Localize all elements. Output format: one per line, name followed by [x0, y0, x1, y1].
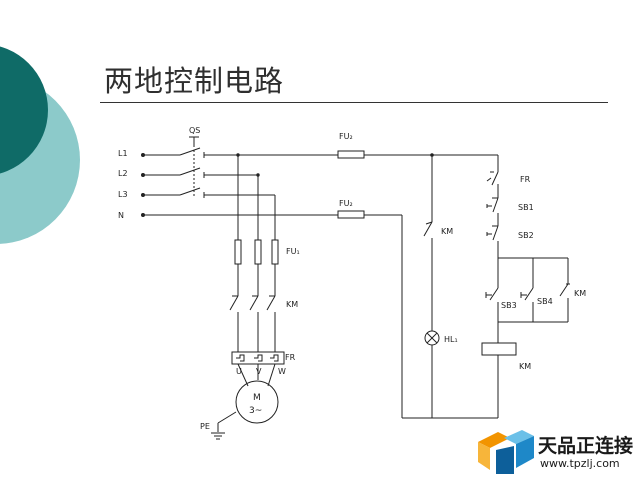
fuse-control-mid	[337, 210, 365, 219]
qs-blade-3	[179, 187, 201, 196]
label-km-main: KM	[286, 300, 298, 309]
fr-element-3	[270, 354, 279, 362]
label-km-coil: KM	[519, 362, 531, 371]
km-coil	[481, 342, 517, 356]
sb3-start-button	[485, 287, 499, 301]
km-aux-tick	[425, 221, 433, 225]
label-km-hold: KM	[574, 289, 586, 298]
slide-title: 两地控制电路	[104, 64, 285, 98]
brand-name: 天品正连接	[538, 435, 634, 457]
watermark-logo: 天品正连接 www.tpzlj.com	[476, 428, 640, 480]
dark-teal-circle	[0, 46, 48, 174]
label-fu-top: FU₂	[339, 132, 353, 141]
km-main-blade-3	[266, 295, 276, 311]
label-motor-3: 3~	[249, 406, 262, 416]
label-n: N	[118, 211, 124, 220]
label-fr-relay: FR	[285, 353, 296, 362]
decorative-circles	[0, 46, 80, 244]
label-motor-m: M	[253, 393, 261, 403]
logo-blue-top	[504, 430, 534, 444]
label-sb3: SB3	[501, 301, 517, 310]
fuse-main-1	[234, 239, 242, 265]
label-w: W	[278, 367, 286, 376]
junction-l1	[236, 153, 240, 157]
qs-blade-2	[179, 167, 201, 176]
label-v: V	[256, 367, 262, 376]
sb1-stop-button	[486, 197, 499, 213]
fr-nc-contact	[490, 171, 499, 186]
km-main-blade-2	[249, 295, 259, 311]
logo-blue-side	[516, 436, 534, 468]
brand-url: www.tpzlj.com	[540, 457, 620, 470]
label-l2: L2	[118, 169, 128, 178]
junction-l2	[256, 173, 260, 177]
wire-motor-pe	[217, 411, 237, 424]
qs-blade-1	[179, 147, 201, 156]
label-l3: L3	[118, 190, 128, 199]
junction-lamp	[430, 153, 434, 157]
fr-contact-mark	[486, 177, 492, 182]
label-sb1: SB1	[518, 203, 534, 212]
label-hl: HL₁	[444, 335, 458, 344]
fuse-main-2	[254, 239, 262, 265]
label-sb2: SB2	[518, 231, 534, 240]
label-fr-contact: FR	[520, 175, 531, 184]
km-hold-contact	[559, 283, 570, 297]
logo-cube-icon	[478, 430, 534, 474]
wire-motor-w	[267, 363, 276, 387]
label-sb4: SB4	[537, 297, 553, 306]
fr-element-2	[254, 354, 263, 362]
sb4-start-button	[520, 287, 534, 301]
fr-element-1	[236, 354, 245, 362]
sb2-stop-button	[486, 225, 499, 241]
label-pe: PE	[200, 422, 210, 431]
fuse-main-3	[271, 239, 279, 265]
logo-blue-front	[496, 446, 514, 474]
logo-orange-side	[478, 442, 490, 470]
label-qs: QS	[189, 126, 200, 135]
title-underline	[100, 102, 608, 103]
logo-orange-top	[478, 432, 510, 448]
motor	[235, 380, 279, 424]
label-u: U	[236, 367, 242, 376]
km-main-blade-1	[229, 295, 239, 311]
km-aux-blade	[423, 221, 433, 237]
label-km-lamp: KM	[441, 227, 453, 236]
label-fu-mid: FU₂	[339, 199, 353, 208]
label-l1: L1	[118, 149, 128, 158]
wire-motor-u	[237, 363, 249, 387]
fuse-control-top	[337, 150, 365, 159]
lamp-cross-2	[426, 332, 438, 344]
label-fu1: FU₁	[286, 247, 300, 256]
